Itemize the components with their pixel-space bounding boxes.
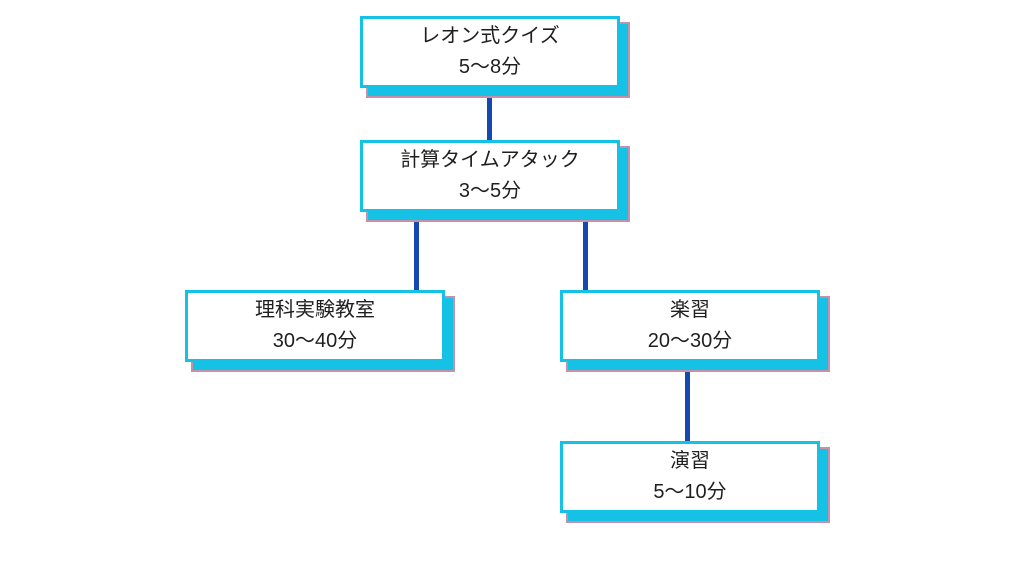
connector-quiz-to-keisan [487,95,492,145]
node-keisan-time-attack: 計算タイムアタック 3〜5分 [360,140,620,212]
node-enshu: 演習 5〜10分 [560,441,820,513]
node-duration: 30〜40分 [272,330,358,352]
connector-keisan-to-rika [414,216,419,294]
node-leon-quiz: レオン式クイズ 5〜8分 [360,16,620,88]
node-title: 演習 [670,450,710,472]
node-title: 計算タイムアタック [400,149,580,171]
node-duration: 5〜8分 [458,56,522,78]
node-duration: 20〜30分 [647,330,733,352]
connector-gakushu-to-enshu [685,368,690,446]
node-gakushu: 楽習 20〜30分 [560,290,820,362]
node-duration: 3〜5分 [458,180,522,202]
connector-keisan-to-gakushu [583,216,588,294]
node-title: 楽習 [670,299,710,321]
node-title: レオン式クイズ [420,25,560,47]
node-duration: 5〜10分 [653,481,727,503]
node-title: 理科実験教室 [255,299,375,321]
node-rika-jikken: 理科実験教室 30〜40分 [185,290,445,362]
